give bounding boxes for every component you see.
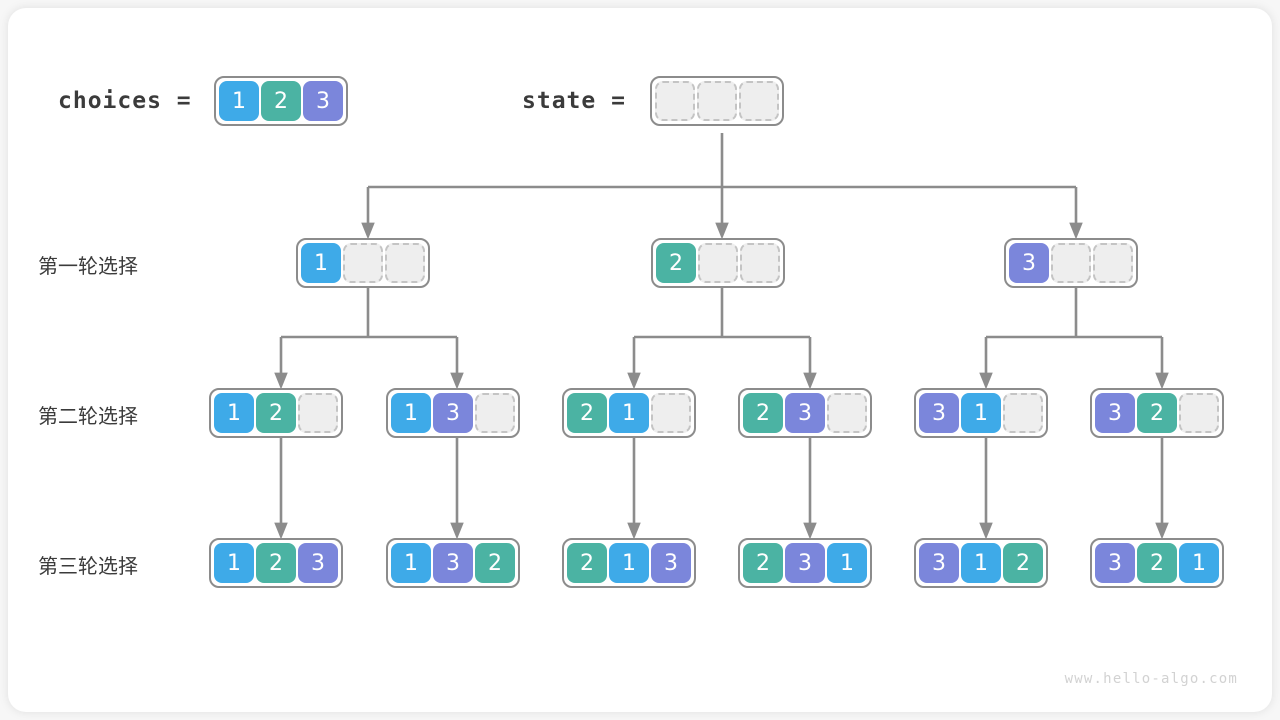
- cell-empty: [385, 243, 425, 283]
- cell-value-2: 2: [656, 243, 696, 283]
- cell-empty: [655, 81, 695, 121]
- cell-value-3: 3: [433, 543, 473, 583]
- cell-value-2: 2: [743, 393, 783, 433]
- cell-value-1: 1: [961, 393, 1001, 433]
- state-label: state =: [522, 88, 626, 114]
- node-1: 1: [296, 238, 430, 288]
- cell-empty: [827, 393, 867, 433]
- cell-value-3: 3: [303, 81, 343, 121]
- cell-empty: [1093, 243, 1133, 283]
- cell-value-2: 2: [261, 81, 301, 121]
- cell-value-1: 1: [1179, 543, 1219, 583]
- cell-value-2: 2: [475, 543, 515, 583]
- cell-value-2: 2: [1137, 393, 1177, 433]
- cell-value-3: 3: [1009, 243, 1049, 283]
- cell-empty: [698, 243, 738, 283]
- cell-value-3: 3: [1095, 543, 1135, 583]
- cell-value-3: 3: [1095, 393, 1135, 433]
- cell-empty: [298, 393, 338, 433]
- cell-value-1: 1: [214, 393, 254, 433]
- cell-value-1: 1: [301, 243, 341, 283]
- row-label-round-2: 第二轮选择: [38, 404, 138, 428]
- cell-value-1: 1: [391, 543, 431, 583]
- watermark: www.hello-algo.com: [1064, 671, 1238, 687]
- cell-value-1: 1: [609, 543, 649, 583]
- cell-value-3: 3: [919, 543, 959, 583]
- row-label-round-1: 第一轮选择: [38, 254, 138, 278]
- choices-label: choices =: [58, 88, 192, 114]
- cell-value-1: 1: [219, 81, 259, 121]
- node-3: 3: [1004, 238, 1138, 288]
- row-label-round-3: 第三轮选择: [38, 554, 138, 578]
- cell-value-2: 2: [743, 543, 783, 583]
- cell-value-2: 2: [256, 393, 296, 433]
- cell-value-3: 3: [919, 393, 959, 433]
- cell-empty: [343, 243, 383, 283]
- cell-value-1: 1: [214, 543, 254, 583]
- cell-value-3: 3: [298, 543, 338, 583]
- state-array: [650, 76, 784, 126]
- cell-value-1: 1: [827, 543, 867, 583]
- cell-value-3: 3: [651, 543, 691, 583]
- cell-empty: [1051, 243, 1091, 283]
- cell-value-1: 1: [391, 393, 431, 433]
- diagram-card: [8, 8, 1272, 712]
- cell-empty: [739, 81, 779, 121]
- cell-value-1: 1: [609, 393, 649, 433]
- cell-value-3: 3: [785, 543, 825, 583]
- cell-value-2: 2: [1137, 543, 1177, 583]
- cell-value-2: 2: [256, 543, 296, 583]
- node-2: 2: [651, 238, 785, 288]
- cell-value-2: 2: [1003, 543, 1043, 583]
- cell-empty: [475, 393, 515, 433]
- cell-value-3: 3: [785, 393, 825, 433]
- cell-value-2: 2: [567, 393, 607, 433]
- cell-empty: [697, 81, 737, 121]
- cell-value-1: 1: [961, 543, 1001, 583]
- cell-empty: [651, 393, 691, 433]
- cell-empty: [1003, 393, 1043, 433]
- cell-value-2: 2: [567, 543, 607, 583]
- cell-empty: [740, 243, 780, 283]
- cell-value-3: 3: [433, 393, 473, 433]
- cell-empty: [1179, 393, 1219, 433]
